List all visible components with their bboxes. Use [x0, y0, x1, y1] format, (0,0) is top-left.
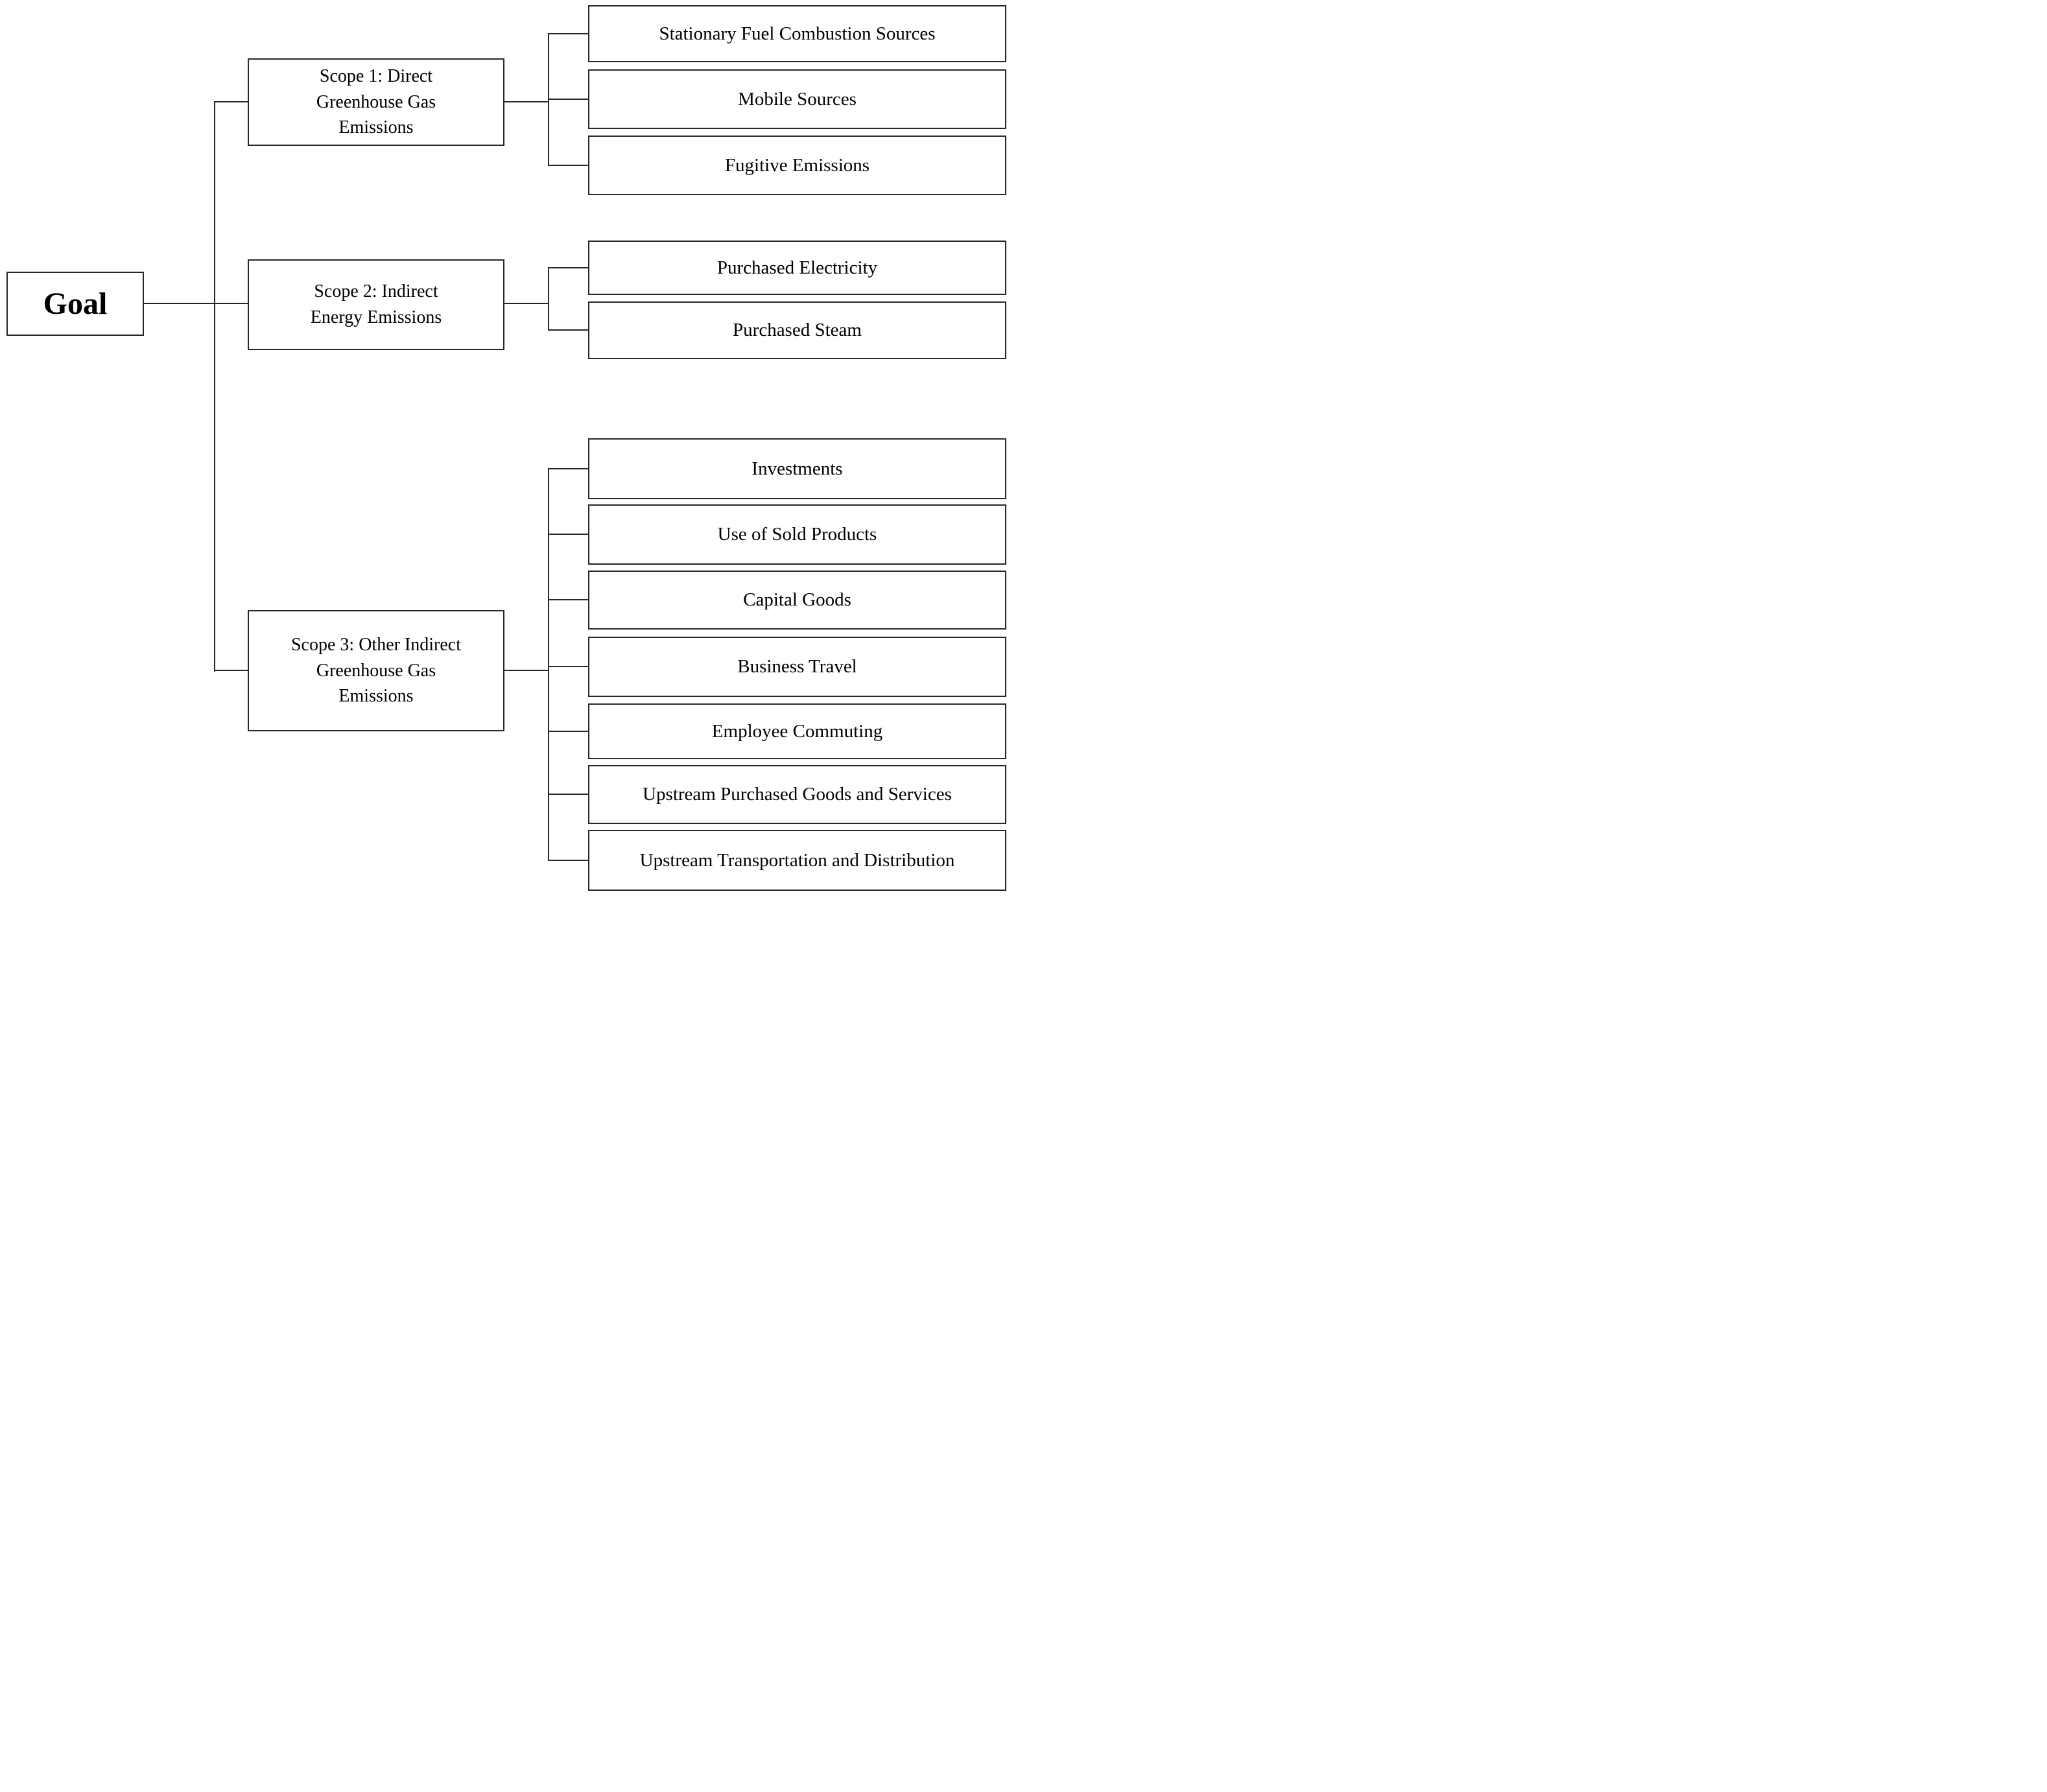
scope2-label: Scope 2: Indirect Energy Emissions [310, 281, 442, 327]
leaf-label: Upstream Purchased Goods and Services [643, 784, 952, 805]
connector-scope1-stub-1 [548, 99, 588, 100]
leaf-purchased-steam: Purchased Steam [588, 301, 1006, 359]
scope2-box: Scope 2: Indirect Energy Emissions [248, 259, 504, 350]
connector-trunk-to-scope2 [214, 303, 248, 304]
connector-scope3-stub-1 [548, 534, 588, 535]
ghg-emission-scopes-diagram: Goal Scope 1: Direct Greenhouse Gas Emis… [0, 0, 1023, 896]
connector-trunk-to-scope1 [214, 101, 248, 102]
connector-scope3-stub-0 [548, 468, 588, 469]
connector-scope3-bus [548, 468, 549, 861]
connector-scope3-stub-3 [548, 666, 588, 667]
leaf-employee-commuting: Employee Commuting [588, 703, 1006, 759]
leaf-fugitive-emissions: Fugitive Emissions [588, 136, 1006, 195]
goal-label: Goal [43, 287, 108, 321]
leaf-label: Investments [751, 458, 843, 479]
leaf-mobile-sources: Mobile Sources [588, 69, 1006, 129]
scope3-label: Scope 3: Other Indirect Greenhouse Gas E… [290, 634, 462, 707]
leaf-label: Employee Commuting [711, 720, 883, 742]
connector-scope2-branch [504, 303, 549, 304]
connector-scope2-stub-1 [548, 329, 588, 331]
connector-scope1-branch [504, 101, 549, 102]
connector-scope3-stub-4 [548, 731, 588, 732]
connector-scope3-stub-6 [548, 860, 588, 861]
connector-scope2-bus [548, 267, 549, 331]
leaf-capital-goods: Capital Goods [588, 571, 1006, 630]
leaf-label: Purchased Steam [733, 320, 862, 340]
leaf-label: Business Travel [737, 656, 857, 677]
leaf-label: Capital Goods [743, 589, 851, 610]
leaf-investments: Investments [588, 438, 1006, 499]
leaf-label: Purchased Electricity [716, 257, 878, 278]
leaf-stationary-fuel-combustion-sources: Stationary Fuel Combustion Sources [588, 5, 1006, 62]
leaf-label: Stationary Fuel Combustion Sources [659, 23, 936, 44]
leaf-label: Use of Sold Products [717, 524, 877, 545]
leaf-upstream-transportation-and-distribution: Upstream Transportation and Distribution [588, 830, 1006, 891]
connector-scope1-stub-0 [548, 33, 588, 34]
connector-scope3-stub-5 [548, 794, 588, 795]
connector-scope3-stub-2 [548, 599, 588, 600]
leaf-purchased-electricity: Purchased Electricity [588, 241, 1006, 295]
connector-goal-to-trunk [144, 303, 215, 304]
leaf-label: Upstream Transportation and Distribution [639, 849, 955, 871]
scope3-box: Scope 3: Other Indirect Greenhouse Gas E… [248, 610, 504, 731]
leaf-use-of-sold-products: Use of Sold Products [588, 504, 1006, 565]
leaf-label: Fugitive Emissions [724, 154, 870, 176]
connector-trunk-to-scope3 [214, 670, 248, 671]
connector-scope3-branch [504, 670, 549, 671]
leaf-upstream-purchased-goods-and-services: Upstream Purchased Goods and Services [588, 765, 1006, 824]
scope1-label: Scope 1: Direct Greenhouse Gas Emissions [316, 65, 436, 138]
scope1-box: Scope 1: Direct Greenhouse Gas Emissions [248, 58, 504, 146]
goal-box: Goal [6, 272, 144, 336]
leaf-business-travel: Business Travel [588, 637, 1006, 697]
connector-scope1-stub-2 [548, 165, 588, 166]
connector-trunk-vertical [214, 101, 215, 672]
connector-scope2-stub-0 [548, 267, 588, 268]
leaf-label: Mobile Sources [738, 88, 857, 110]
